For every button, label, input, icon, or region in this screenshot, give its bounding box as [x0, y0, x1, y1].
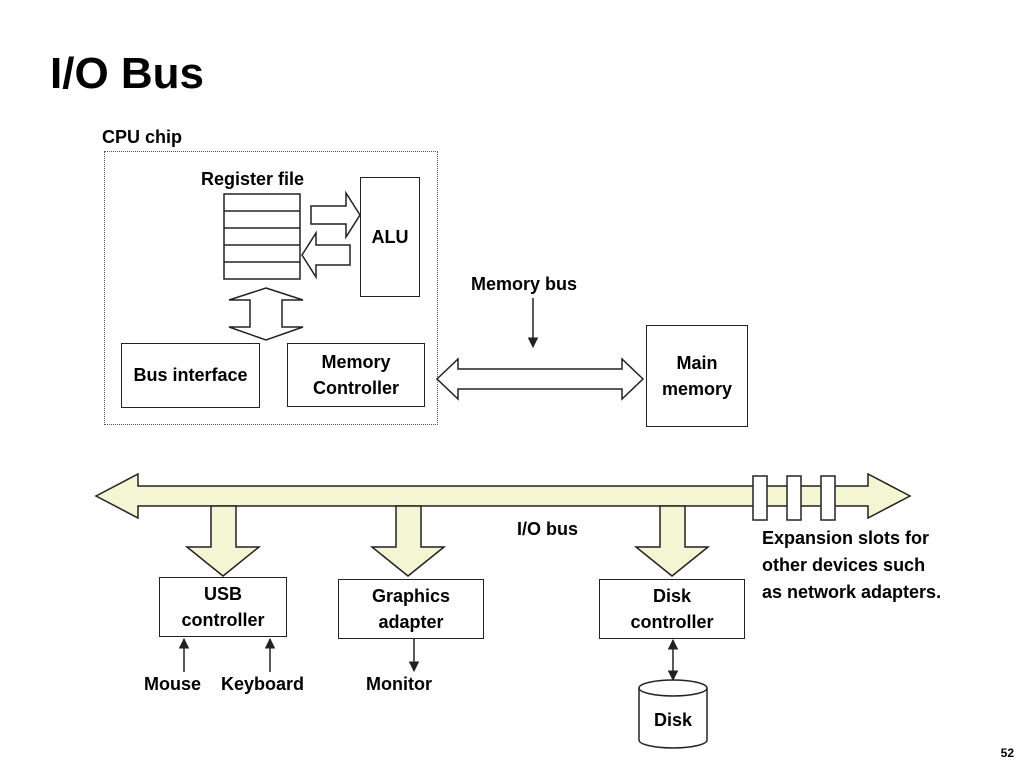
io-bus-label: I/O bus — [517, 519, 579, 539]
usb-drop-arrow — [184, 505, 262, 577]
disk-drop-arrow — [633, 505, 711, 577]
expansion-slot-3 — [820, 475, 836, 521]
slide-title: I/O Bus — [50, 49, 205, 98]
disk-label: Disk — [653, 710, 693, 730]
memory-controller-box: Memory Controller — [287, 343, 425, 407]
keyboard-label: Keyboard — [221, 674, 305, 694]
register-file-label: Register file — [201, 169, 305, 189]
disk-controller-box: Disk controller — [599, 579, 745, 639]
alu-to-register-arrow — [301, 230, 351, 280]
mouse-label: Mouse — [144, 674, 202, 694]
graphics-drop-arrow — [369, 505, 447, 577]
register-file — [223, 193, 301, 280]
bus-interface-box: Bus interface — [121, 343, 260, 408]
expansion-slot-2 — [786, 475, 802, 521]
alu-box: ALU — [360, 177, 420, 297]
main-memory-box: Main memory — [646, 325, 748, 427]
usb-controller-box: USB controller — [159, 577, 287, 637]
register-bus-interface-arrow — [228, 287, 304, 341]
monitor-label: Monitor — [366, 674, 432, 694]
graphics-adapter-box: Graphics adapter — [338, 579, 484, 639]
disk-icon — [638, 679, 708, 749]
expansion-slot-1 — [752, 475, 768, 521]
memory-bus-arrow — [435, 357, 645, 401]
cpu-chip-boundary — [104, 151, 438, 425]
page-number: 52 — [1000, 746, 1014, 760]
register-to-alu-arrow — [310, 190, 361, 240]
expansion-slots-note: Expansion slots for other devices such a… — [762, 528, 942, 602]
io-bus-arrow — [94, 472, 912, 520]
cpu-chip-label: CPU chip — [102, 127, 183, 147]
memory-bus-label: Memory bus — [471, 274, 578, 294]
